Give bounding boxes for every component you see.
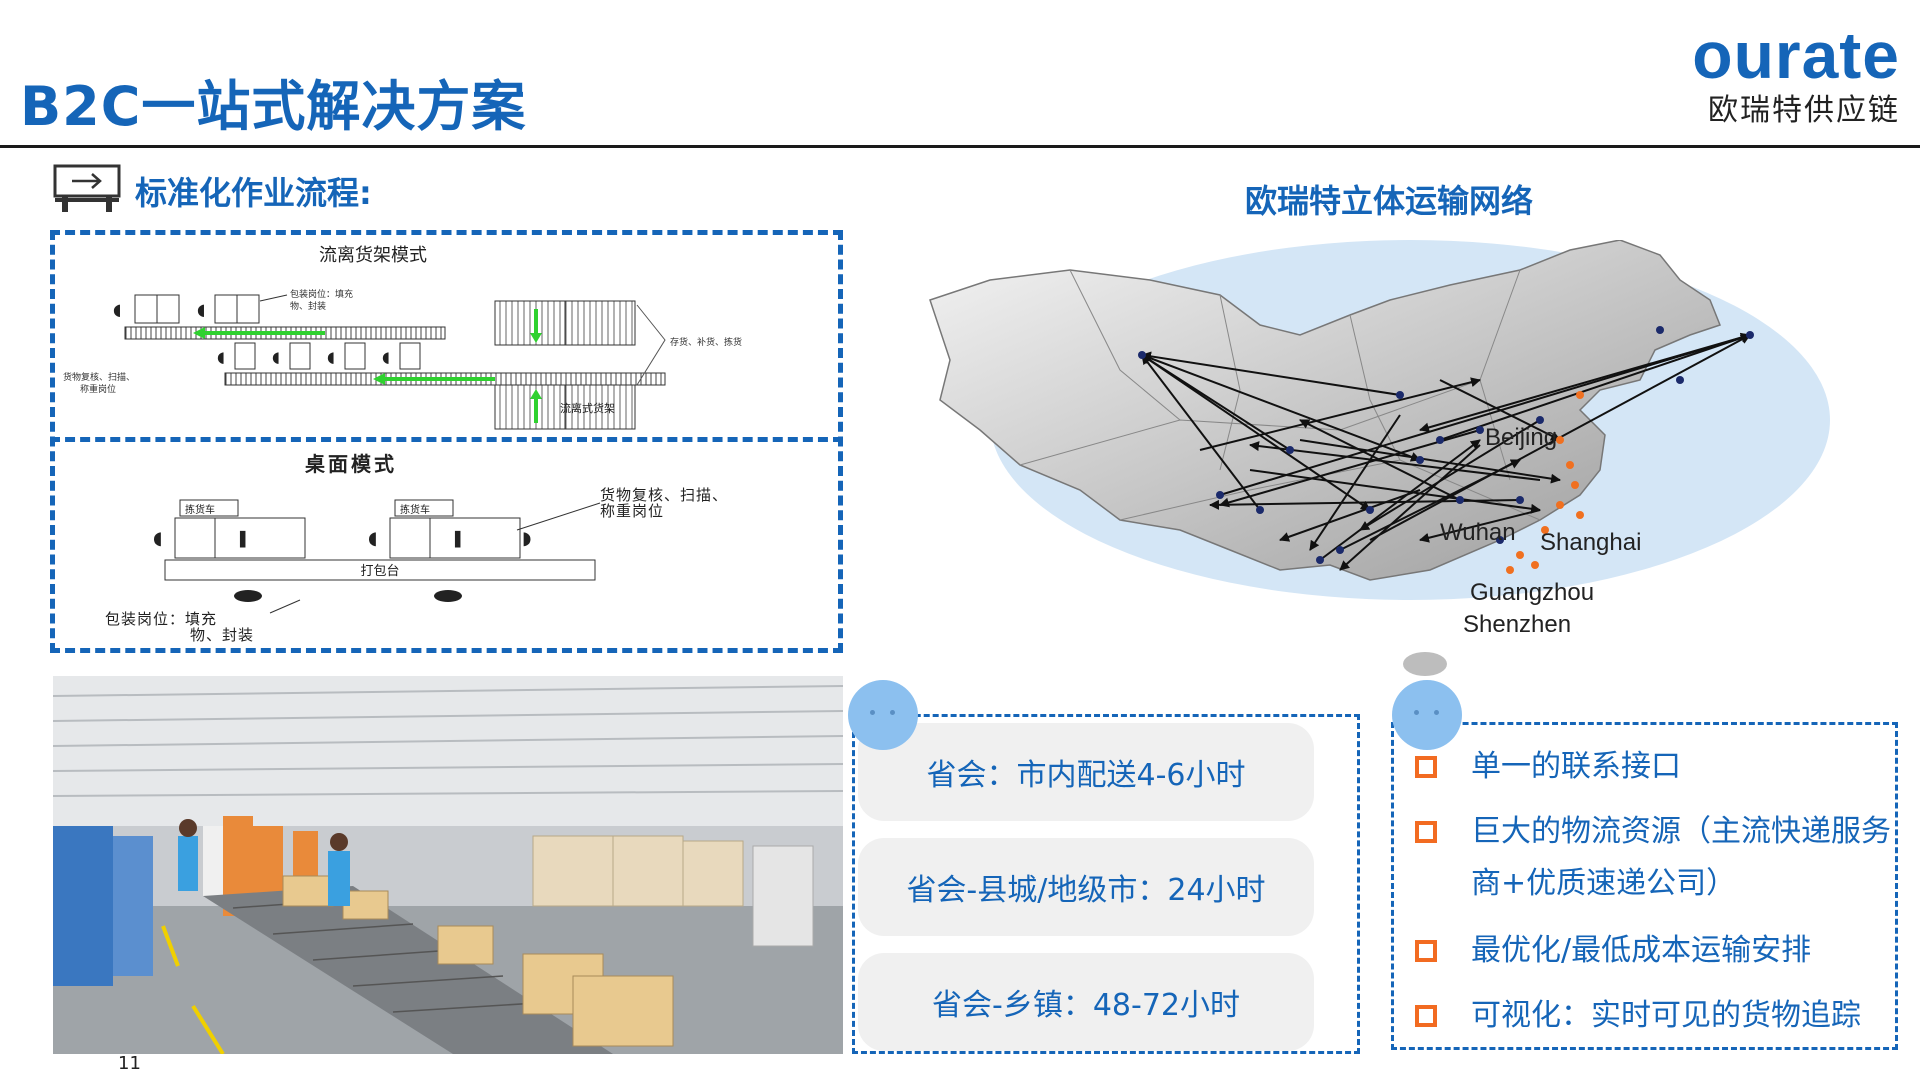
route-arrows: [1141, 332, 1751, 571]
process-diagram-divider: [50, 437, 843, 442]
benefit-text: 可视化：实时可见的货物追踪: [1471, 998, 1861, 1033]
svg-text:◖: ◖: [113, 300, 121, 319]
svg-text:◖: ◖: [327, 348, 335, 366]
flow-heading: 标准化作业流程:: [135, 174, 372, 212]
desk-label-check-2: 称重岗位: [600, 502, 664, 520]
desk-mode-title: 桌面模式: [305, 452, 397, 476]
svg-text:◖: ◖: [197, 300, 205, 319]
shelf-mode-title: 流离货架模式: [319, 245, 427, 266]
decorative-bubble-icon: [1392, 680, 1462, 750]
benefit-item: 最优化/最低成本运输安排: [1415, 925, 1891, 977]
shelf-label-rack: 流离式货架: [560, 401, 615, 415]
delivery-time-card: 省会：市内配送4-6小时: [858, 723, 1314, 821]
benefit-item: 巨大的物流资源（主流快递服务商+优质速递公司）: [1415, 806, 1891, 910]
bullet-square-icon: [1415, 756, 1437, 778]
shelf-label-packing-1: 包装岗位：填充: [290, 288, 353, 300]
city-label-beijing: Beijing: [1485, 424, 1557, 451]
svg-text:◖: ◖: [272, 348, 280, 366]
hainan-island: [1403, 652, 1447, 676]
brand-subtitle: 欧瑞特供应链: [1708, 93, 1900, 128]
svg-text:◗: ◗: [522, 528, 531, 549]
desk-label-table: 打包台: [360, 564, 399, 579]
benefit-text: 单一的联系接口: [1471, 749, 1681, 784]
bullet-square-icon: [1415, 1005, 1437, 1027]
city-label-shanghai: Shanghai: [1540, 529, 1641, 556]
svg-text:◖: ◖: [153, 528, 162, 549]
svg-text:▌: ▌: [239, 530, 251, 548]
brand-logo-text: ourate: [1692, 18, 1900, 92]
city-label-guangzhou: Guangzhou: [1470, 579, 1594, 606]
page-title: B2C一站式解决方案: [20, 75, 527, 138]
shelf-boxes: ◖ ◖ ◖ ◖: [217, 342, 421, 370]
benefit-text: 巨大的物流资源（主流快递服务商+优质速递公司）: [1471, 814, 1891, 901]
china-network-map: Beijing Wuhan Shanghai Guangzhou Shenzhe…: [929, 240, 1830, 676]
benefit-item: 可视化：实时可见的货物追踪: [1415, 990, 1891, 1042]
warehouse-photo: [53, 676, 843, 1054]
svg-text:◖: ◖: [368, 528, 377, 549]
city-nodes: [1138, 326, 1754, 574]
shelf-label-check-2: 称重岗位: [80, 383, 116, 395]
process-diagram: 流离货架模式 ◖ ◖ 包装岗位：填充 物、封装 ◖ ◖ ◖ ◖ 货物复核、扫描、…: [63, 245, 742, 644]
cart-label-right: 拣货车: [400, 503, 430, 516]
shelf-label-check-1: 货物复核、扫描、: [63, 371, 135, 383]
bullet-square-icon: [1415, 821, 1437, 843]
signboard-arrow-icon: [53, 164, 121, 212]
desk-label-packing-1: 包装岗位：填充: [105, 610, 217, 628]
benefit-text: 最优化/最低成本运输安排: [1471, 933, 1812, 968]
desk-label-packing-2: 物、封装: [190, 626, 254, 644]
city-labels: Beijing Wuhan Shanghai Guangzhou Shenzhe…: [1440, 424, 1641, 638]
svg-text:◖: ◖: [217, 348, 225, 366]
page-number: 11: [118, 1053, 141, 1074]
header-divider: [0, 145, 1920, 148]
map-title: 欧瑞特立体运输网络: [1245, 182, 1534, 220]
cart-label-left: 拣货车: [185, 503, 215, 516]
delivery-times-frame: [852, 714, 1360, 1054]
svg-text:▌: ▌: [454, 530, 466, 548]
benefits-frame: [1391, 722, 1898, 1050]
packing-table: [164, 559, 596, 581]
delivery-time-card: 省会-乡镇：48-72小时: [858, 953, 1314, 1051]
city-label-wuhan: Wuhan: [1440, 519, 1516, 546]
brand-logo: ourate 欧瑞特供应链: [1692, 22, 1900, 130]
china-landmass: [929, 240, 1721, 581]
svg-text:◖: ◖: [382, 348, 390, 366]
benefit-item: 单一的联系接口: [1415, 741, 1891, 793]
decorative-bubble-icon: [848, 680, 918, 750]
delivery-time-card: 省会-县城/地级市：24小时: [858, 838, 1314, 936]
bullet-square-icon: [1415, 940, 1437, 962]
desk-label-check-1: 货物复核、扫描、: [600, 486, 728, 504]
city-label-shenzhen: Shenzhen: [1463, 611, 1571, 638]
shelf-label-stock: 存货、补货、拣货: [670, 336, 742, 348]
shelf-label-packing-2: 物、封装: [290, 300, 326, 312]
